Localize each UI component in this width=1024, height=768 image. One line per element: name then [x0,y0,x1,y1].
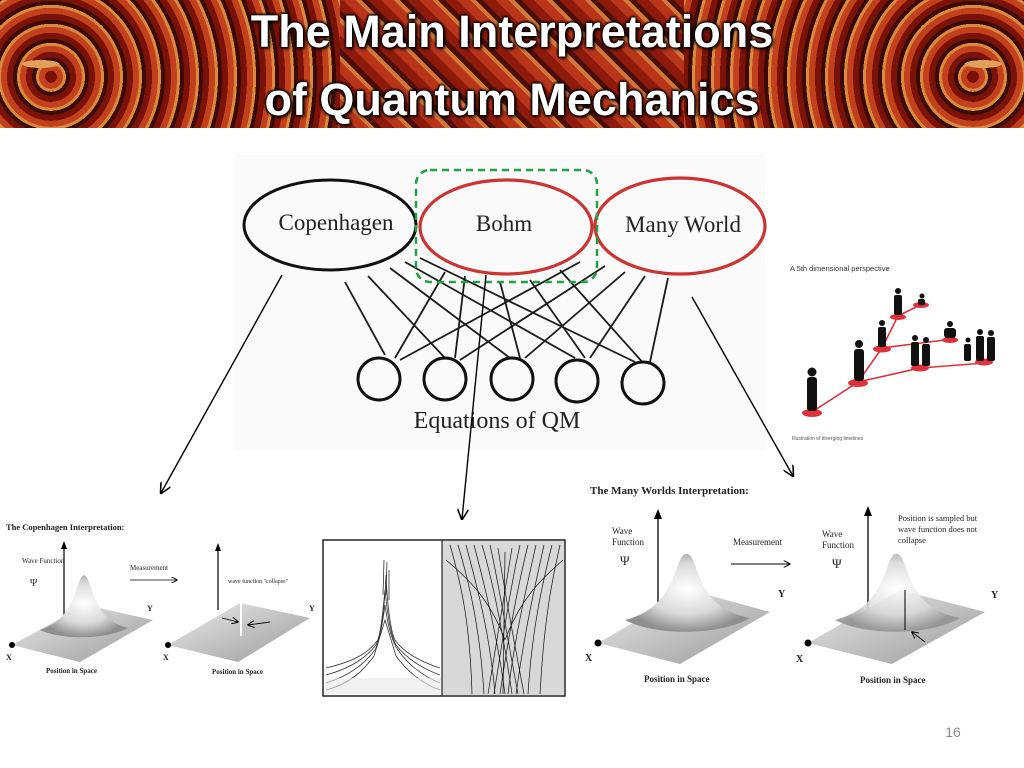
collapse-position-label: Position in Space [212,668,263,676]
copenhagen-measurement-label: Measurement [130,564,168,572]
mw2-wave-line1: Wave [822,529,842,539]
timelines-illustration: A 5th dimensional perspective [790,264,995,442]
collapse-axis-arrow [215,543,221,551]
copenhagen-axis-arrow [61,541,67,549]
mw-note-line2: wave function does not [898,524,978,534]
equations-label: Equations of QM [414,408,581,434]
equation-circle [554,358,600,404]
mw-wave-line2: Function [612,537,645,547]
arrow-to-many-worlds [691,296,793,476]
copenhagen-title: The Copenhagen Interpretation: [6,522,125,532]
timeline-people [807,288,995,411]
copenhagen-wave-label: Wave Function [22,557,65,565]
bohm-trajectories-image [322,539,566,697]
mw-axis-arrow [654,509,662,519]
copenhagen-wave-peak [40,575,128,638]
copenhagen-axis-x: X [6,653,12,662]
mw2-psi: Ψ [832,556,842,571]
equation-circles [356,356,666,406]
bohm-highlight-box [414,168,599,284]
mw2-axis-arrow [864,506,872,516]
equation-circle [489,356,535,402]
arrow-to-bohm [462,274,487,519]
mw2-axis-dot [804,639,812,647]
mw2-axis-y: Y [991,590,999,601]
mw-note-line3: collapse [898,535,926,545]
copenhagen-panel: The Copenhagen Interpretation: Wave Func… [6,522,315,676]
copenhagen-psi: Ψ [30,578,38,589]
mw2-wave-line2: Function [822,540,855,550]
timeline-branches [811,304,986,413]
mw2-wave-peak [835,553,960,632]
interpretations-diagram: Copenhagen Bohm Many World Equations of … [235,155,767,450]
mw-wave-line1: Wave [612,526,632,536]
mw-psi: Ψ [620,553,630,568]
collapse-arrow-left [221,618,238,622]
mw-axis-x: X [585,653,593,664]
bohm-surface-base [325,678,441,694]
collapse-note: wave function "collapse" [228,578,289,585]
collapse-axis-x: X [163,653,169,662]
collapse-arrow-right [248,622,271,625]
arrow-to-copenhagen [161,274,283,493]
many-worlds-title: The Many Worlds Interpretation: [590,485,749,497]
collapse-plane [168,603,310,662]
mw2-sample-arrow [912,632,926,643]
timelines-caption: Illustration of diverging timelines [792,436,864,442]
title-banner: The Main Interpretations of Quantum Mech… [0,0,1024,128]
mw-position-label: Position in Space [644,674,710,684]
copenhagen-axis-y: Y [147,604,153,613]
slide-title-line-2: of Quantum Mechanics [264,74,760,125]
mw2-axis-x: X [796,654,804,665]
slide-title-line-1: The Main Interpretations [250,6,774,57]
mw-measurement-label: Measurement [733,537,782,547]
collapse-axis-y: Y [309,604,315,613]
mw-note-line1: Position is sampled but [898,513,978,523]
timelines-title: A 5th dimensional perspective [790,264,890,273]
equation-circle [620,360,666,406]
equation-circle [422,356,468,402]
bohm-trajectory-lines [445,544,564,695]
copenhagen-label: Copenhagen [279,210,394,235]
page-number: 16 [945,724,961,740]
many-world-label: Many World [625,212,741,237]
copenhagen-position-label: Position in Space [46,667,97,675]
mw-axis-y: Y [778,589,786,600]
many-worlds-panel: The Many Worlds Interpretation: Wave Fun… [585,485,999,685]
mw-wave-peak [625,553,750,632]
bohm-label: Bohm [476,211,532,236]
equation-circle [356,356,402,402]
bohm-node [418,178,594,276]
many-world-node [593,176,767,276]
mw2-position-label: Position in Space [860,675,926,685]
copenhagen-axis-dot [9,642,15,648]
mw-axis-dot [594,639,602,647]
collapse-axis-dot [165,642,171,648]
